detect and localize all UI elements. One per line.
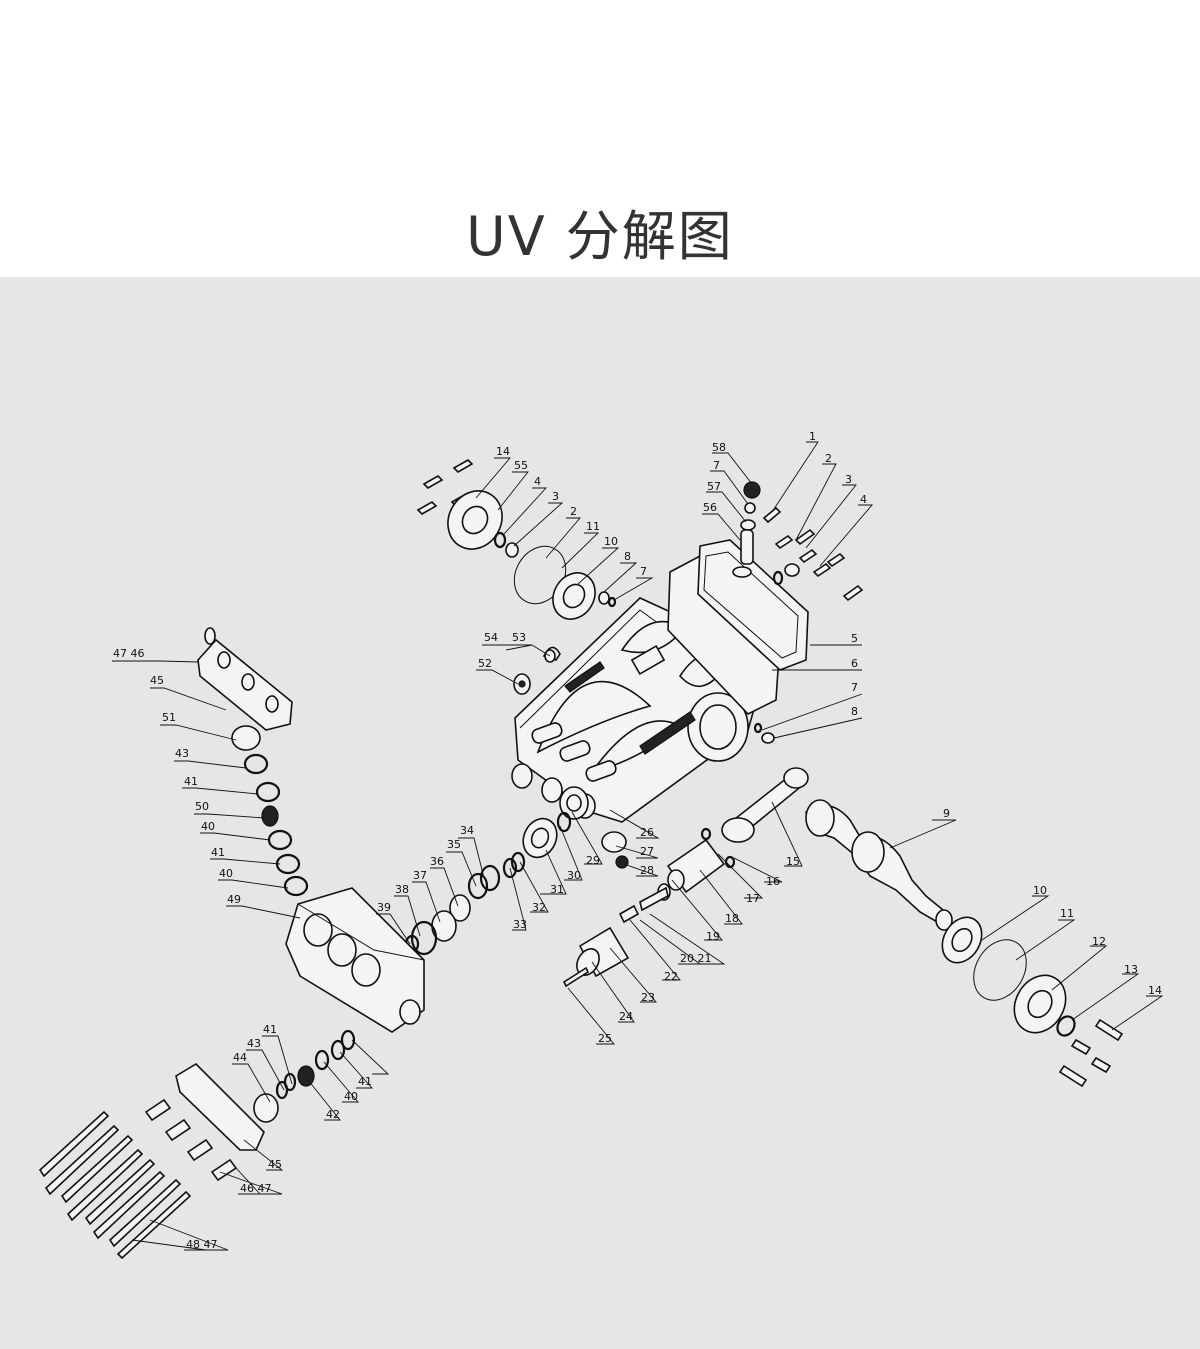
callout-10-right: 10 — [1033, 884, 1047, 897]
connecting-rod-group — [657, 767, 809, 901]
callout-55: 55 — [514, 459, 528, 472]
plunger-group — [562, 886, 669, 988]
callout-9: 9 — [943, 807, 950, 820]
callout-25: 25 — [598, 1032, 612, 1045]
callout-leaders — [112, 441, 1164, 1251]
callout-14-right: 14 — [1148, 984, 1162, 997]
left-bearing-cover-group — [416, 459, 617, 620]
callout-41-bottom-a: 41 — [263, 1023, 277, 1036]
callout-42: 42 — [326, 1108, 340, 1121]
callout-34: 34 — [460, 824, 474, 837]
callout-29: 29 — [586, 854, 600, 867]
callout-6: 6 — [851, 657, 858, 670]
callout-5: 5 — [851, 632, 858, 645]
callout-3-right: 3 — [845, 473, 852, 486]
oil-filler-assembly — [732, 481, 761, 578]
callout-2-left: 2 — [570, 505, 577, 518]
callout-7-top: 7 — [713, 459, 720, 472]
callout-41-top-b: 41 — [211, 846, 225, 859]
callout-2-right: 2 — [825, 452, 832, 465]
callout-40-top-a: 40 — [201, 820, 215, 833]
callout-45-top: 45 — [150, 674, 164, 687]
rear-cover-and-gasket — [667, 539, 809, 715]
lower-valve-cover — [175, 1062, 265, 1151]
crankshaft — [805, 799, 953, 931]
callout-8-right: 8 — [851, 705, 858, 718]
callout-12: 12 — [1092, 935, 1106, 948]
callout-39: 39 — [377, 901, 391, 914]
callout-37: 37 — [413, 869, 427, 882]
callout-24: 24 — [619, 1010, 633, 1023]
top-valve-cover — [197, 627, 293, 731]
long-bolts — [38, 1110, 192, 1260]
callout-8-top: 8 — [624, 550, 631, 563]
callout-49: 49 — [227, 893, 241, 906]
callout-36: 36 — [430, 855, 444, 868]
callout-47-46-top: 47 46 — [113, 647, 145, 660]
callout-35: 35 — [447, 838, 461, 851]
packing-ring-stack — [404, 811, 629, 956]
callout-58: 58 — [712, 441, 726, 454]
callout-20-21: 20 21 — [680, 952, 712, 965]
callout-11-right: 11 — [1060, 907, 1074, 920]
callout-10-top: 10 — [604, 535, 618, 548]
callout-32: 32 — [532, 901, 546, 914]
callout-26: 26 — [640, 826, 654, 839]
callout-27: 27 — [640, 845, 654, 858]
callout-22: 22 — [664, 970, 678, 983]
manifold-head — [285, 887, 425, 1033]
callout-16: 16 — [766, 875, 780, 888]
callout-15: 15 — [786, 855, 800, 868]
exploded-diagram-panel: 58 7 57 56 1 2 3 4 5 6 7 8 14 55 4 3 2 1… — [0, 277, 1200, 1349]
header: UV 分解图 — [0, 0, 1200, 277]
callout-30: 30 — [567, 869, 581, 882]
cover-bolts-top-right — [762, 506, 864, 602]
callout-1: 1 — [809, 430, 816, 443]
callout-53: 53 — [512, 631, 526, 644]
callout-50: 50 — [195, 800, 209, 813]
callout-45-bottom: 45 — [268, 1158, 282, 1171]
callout-7-left: 7 — [640, 565, 647, 578]
upper-valve-stack — [231, 725, 309, 897]
callout-51: 51 — [162, 711, 176, 724]
callout-33: 33 — [513, 918, 527, 931]
callout-56: 56 — [703, 501, 717, 514]
callout-57: 57 — [707, 480, 721, 493]
callout-48-47: 48 47 — [186, 1238, 218, 1251]
callout-11-top: 11 — [586, 520, 600, 533]
callout-labels: 58 7 57 56 1 2 3 4 5 6 7 8 14 55 4 3 2 1… — [113, 430, 1162, 1251]
exploded-view-diagram: 58 7 57 56 1 2 3 4 5 6 7 8 14 55 4 3 2 1… — [38, 430, 1164, 1260]
callout-43-top: 43 — [175, 747, 189, 760]
callout-31: 31 — [550, 883, 564, 896]
page-title: UV 分解图 — [466, 205, 734, 268]
callout-28: 28 — [640, 864, 654, 877]
callout-43-bottom: 43 — [247, 1037, 261, 1050]
callout-40-bottom: 40 — [344, 1090, 358, 1103]
callout-3-left: 3 — [552, 490, 559, 503]
callout-41-bottom-b: 41 — [358, 1075, 372, 1088]
callout-41-top-a: 41 — [184, 775, 198, 788]
callout-54: 54 — [484, 631, 498, 644]
callout-7-right: 7 — [851, 681, 858, 694]
right-bearing-cover-group — [941, 916, 1124, 1088]
callout-23: 23 — [641, 991, 655, 1004]
callout-18: 18 — [725, 912, 739, 925]
callout-13: 13 — [1124, 963, 1138, 976]
callout-40-top-b: 40 — [219, 867, 233, 880]
callout-44: 44 — [233, 1051, 247, 1064]
callout-17: 17 — [746, 892, 760, 905]
callout-14-top: 14 — [496, 445, 510, 458]
callout-4-right: 4 — [860, 493, 867, 506]
callout-19: 19 — [706, 930, 720, 943]
callout-52: 52 — [478, 657, 492, 670]
callout-4-left: 4 — [534, 475, 541, 488]
lower-valve-stack — [253, 1029, 356, 1123]
callout-46-47-bottom: 46 47 — [240, 1182, 272, 1195]
lower-fittings — [144, 1098, 238, 1182]
callout-38: 38 — [395, 883, 409, 896]
